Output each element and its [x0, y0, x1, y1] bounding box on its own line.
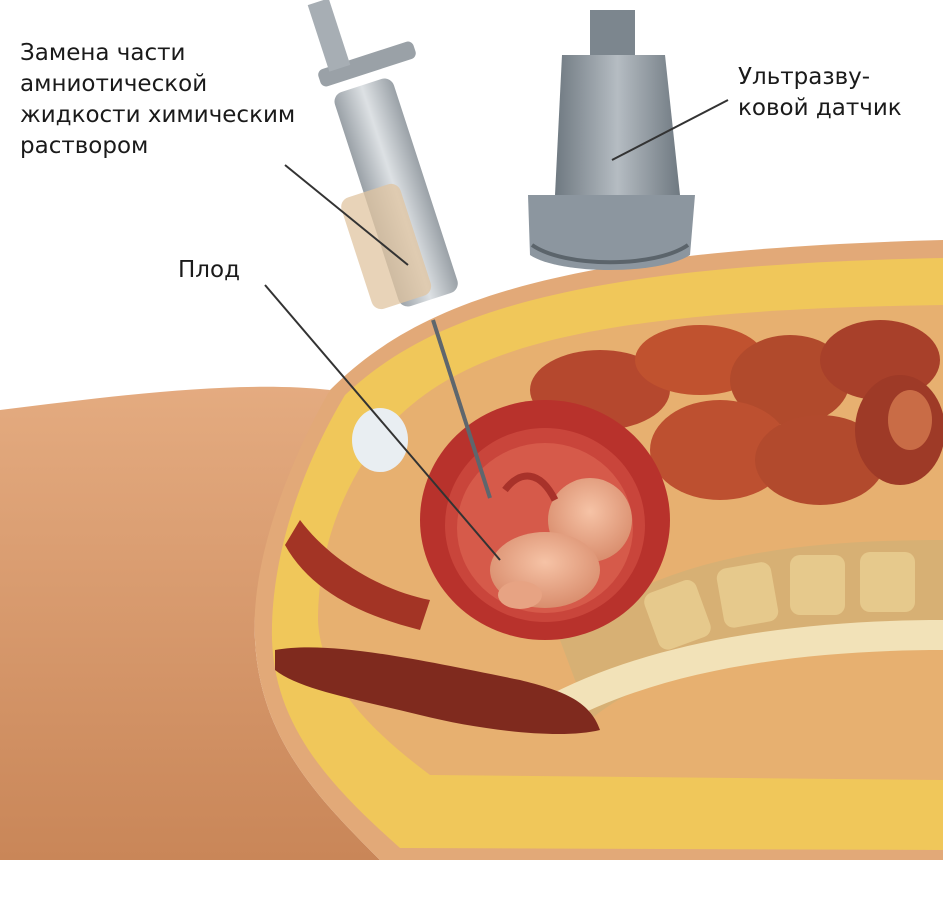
label-probe: Ультразву- ковой датчик [738, 62, 902, 124]
label-injection-line-3: жидкости химическим [20, 100, 295, 131]
label-fetus: Плод [178, 255, 240, 286]
label-injection-line-4: раствором [20, 131, 295, 162]
label-probe-line-2: ковой датчик [738, 93, 902, 124]
label-injection-line-1: Замена части [20, 38, 295, 69]
label-probe-line-1: Ультразву- [738, 62, 902, 93]
label-injection: Замена части амниотической жидкости хими… [20, 38, 295, 162]
ultrasound-probe-icon [528, 10, 695, 270]
label-injection-line-2: амниотической [20, 69, 295, 100]
